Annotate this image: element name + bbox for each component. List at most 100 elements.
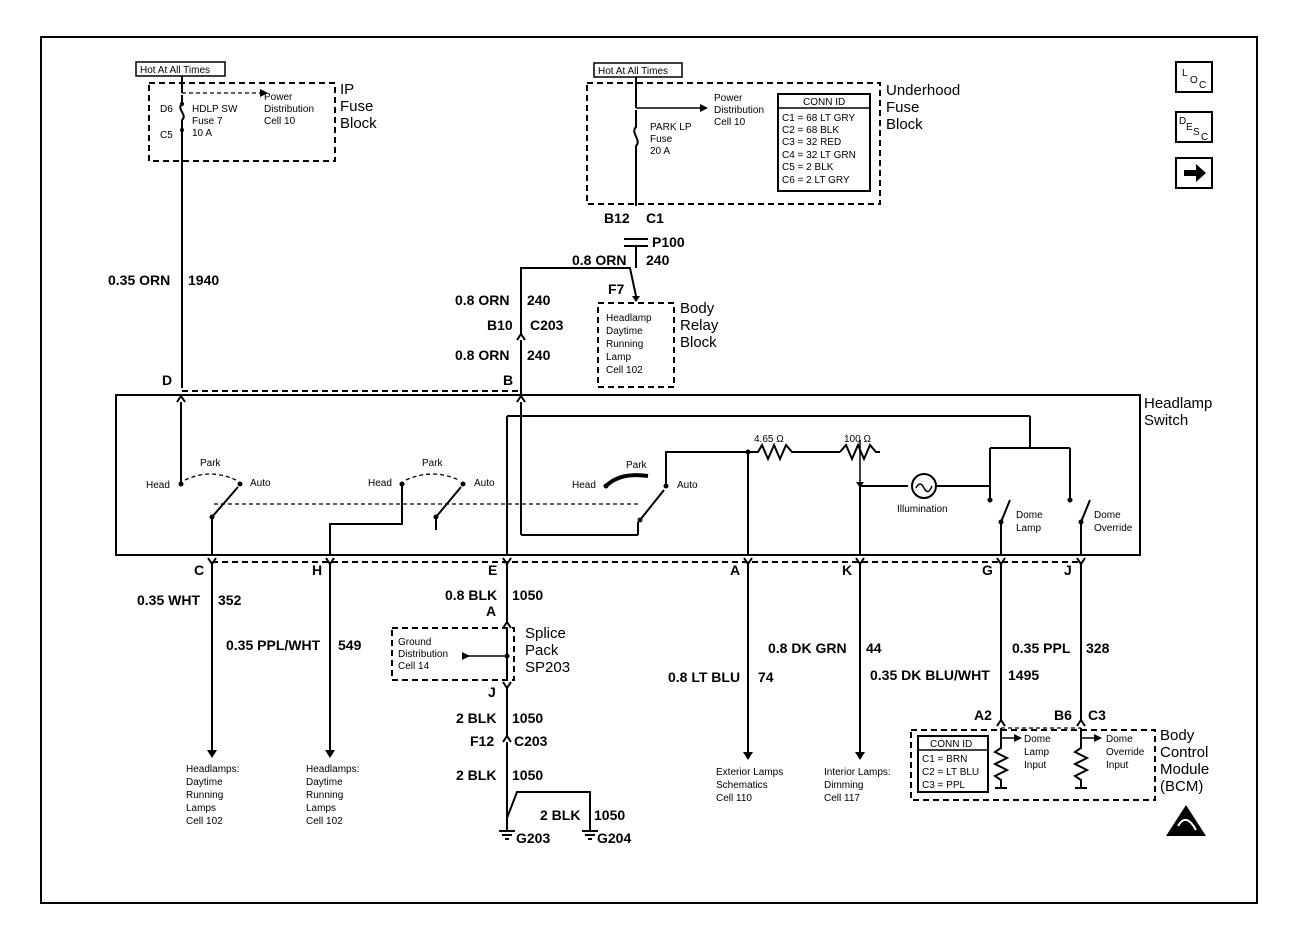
wire-1940-circuit: 1940 — [188, 272, 219, 288]
ip-block-line1: IP — [340, 81, 354, 98]
dome-override-line1: Dome — [1094, 510, 1121, 521]
ip-fuse-line3: 10 A — [192, 128, 212, 139]
wire-1495: 0.35 DK BLU/WHT 1495 — [870, 557, 1039, 727]
wire-44-circuit: 44 — [866, 640, 882, 656]
resistor-465: 4.65 Ω — [754, 434, 784, 445]
wire-549: 0.35 PPL/WHT 549 Headlamps: Daytime Runn… — [226, 557, 362, 827]
underhood-power-line1: Power — [714, 93, 743, 104]
body-relay-block: Headlamp Daytime Running Lamp Cell 102 B… — [597, 300, 719, 388]
underhood-fuse-line2: Fuse — [650, 134, 673, 145]
wire-328-circuit: 328 — [1086, 640, 1110, 656]
int-line3: Cell 117 — [824, 793, 860, 804]
wire-1050b-circuit: 1050 — [512, 710, 543, 726]
ip-block-line3: Block — [340, 115, 377, 132]
wire-74: 0.8 LT BLU 74 Exterior Lamps Schematics … — [668, 557, 783, 804]
underhood-block-line2: Fuse — [886, 99, 919, 116]
wire-1050-ground: 0.8 BLK 1050 A Ground Distribution Cell … — [391, 557, 631, 846]
wire-1050d-circuit: 1050 — [594, 807, 625, 823]
hl1-line4: Lamps — [186, 803, 216, 814]
underhood-conn-c2: C2 = 68 BLK — [782, 125, 839, 136]
resistor-100: 100 Ω — [844, 434, 871, 445]
underhood-fuse-block: Hot At All Times Power Distribution Cell… — [586, 62, 960, 206]
wire-74-gauge: 0.8 LT BLU — [668, 669, 740, 685]
desc-letter-s: S — [1193, 127, 1200, 138]
underhood-block-line3: Block — [886, 116, 923, 133]
hl1-line2: Daytime — [186, 777, 223, 788]
ip-block-line2: Fuse — [340, 98, 373, 115]
ip-pin-c5: C5 — [160, 130, 173, 141]
hl2-line1: Headlamps: — [306, 764, 359, 775]
ip-fuse-line2: Fuse 7 — [192, 116, 223, 127]
wire-240c-gauge: 0.8 ORN — [455, 347, 509, 363]
pin-b12: B12 — [604, 210, 630, 226]
loc-nav-icon[interactable]: L O C — [1175, 61, 1213, 93]
switch3-auto: Auto — [677, 480, 698, 491]
ip-power-line3: Cell 10 — [264, 116, 296, 127]
wire-328-gauge: 0.35 PPL — [1012, 640, 1071, 656]
splice-pin-j: J — [488, 684, 496, 700]
pin-c203a: C203 — [530, 317, 564, 333]
switch1-head: Head — [146, 480, 170, 491]
wire-352: 0.35 WHT 352 Headlamps: Daytime Running … — [137, 557, 242, 827]
wire-44: 0.8 DK GRN 44 Interior Lamps: Dimming Ce… — [768, 557, 891, 804]
bcm-dome-lamp-line2: Lamp — [1024, 747, 1049, 758]
underhood-power-line3: Cell 10 — [714, 117, 746, 128]
wire-240a-gauge: 0.8 ORN — [572, 252, 626, 268]
pin-f12: F12 — [470, 733, 494, 749]
pin-b10: B10 — [487, 317, 513, 333]
hl2-line2: Daytime — [306, 777, 343, 788]
desc-letter-d: D — [1179, 116, 1186, 127]
bcm-pin-a2: A2 — [974, 707, 992, 723]
bcm-dome-lamp-line3: Input — [1024, 760, 1046, 771]
wire-44-gauge: 0.8 DK GRN — [768, 640, 847, 656]
underhood-hot-label: Hot At All Times — [598, 66, 668, 77]
desc-nav-icon[interactable]: D E S C — [1175, 111, 1213, 143]
bcm-dome-override-line1: Dome — [1106, 734, 1133, 745]
esd-warning-icon — [1166, 805, 1206, 836]
body-relay-block-line1: Body — [680, 300, 715, 317]
hl1-line5: Cell 102 — [186, 816, 223, 827]
underhood-conn-c5: C5 = 2 BLK — [782, 162, 834, 173]
bcm-pin-b6: B6 — [1054, 707, 1072, 723]
underhood-conn-c3: C3 = 32 RED — [782, 137, 841, 148]
wire-1495-circuit: 1495 — [1008, 667, 1039, 683]
switch-pin-j: J — [1064, 562, 1072, 578]
next-arrow-icon[interactable] — [1175, 157, 1213, 189]
splice-line1: Splice — [525, 625, 566, 642]
bcm-name-line1: Body — [1160, 727, 1195, 744]
wire-1050c-circuit: 1050 — [512, 767, 543, 783]
splice-pin-a: A — [486, 603, 496, 619]
bcm-pin-c3: C3 — [1088, 707, 1106, 723]
loc-letter-l: L — [1182, 68, 1188, 79]
int-line1: Interior Lamps: — [824, 767, 891, 778]
body-relay-block-line3: Block — [680, 334, 717, 351]
body-relay-line5: Cell 102 — [606, 365, 643, 376]
switch-pin-h: H — [312, 562, 322, 578]
wire-240a-circuit: 240 — [646, 252, 670, 268]
ground-line1: Ground — [398, 637, 431, 648]
underhood-power-line2: Distribution — [714, 105, 764, 116]
ip-fuse-line1: HDLP SW — [192, 104, 238, 115]
wire-1050b-gauge: 2 BLK — [456, 710, 496, 726]
switch-name-line2: Switch — [1144, 412, 1188, 429]
wire-1050-circuit: 1050 — [512, 587, 543, 603]
wire-1050d-gauge: 2 BLK — [540, 807, 580, 823]
switch-pin-d: D — [162, 372, 172, 388]
bcm-name-line3: Module — [1160, 761, 1209, 778]
wire-1940-gauge: 0.35 ORN — [108, 272, 170, 288]
pin-f7: F7 — [608, 281, 625, 297]
body-relay-line4: Lamp — [606, 352, 631, 363]
body-relay-line2: Daytime — [606, 326, 643, 337]
pin-p100: P100 — [652, 234, 685, 250]
ground-line3: Cell 14 — [398, 661, 430, 672]
hl2-line4: Lamps — [306, 803, 336, 814]
illumination-label: Illumination — [897, 504, 948, 515]
switch2-park: Park — [422, 458, 444, 469]
switch2-auto: Auto — [474, 478, 495, 489]
underhood-fuse-line1: PARK LP — [650, 122, 692, 133]
loc-letter-c: C — [1199, 80, 1206, 91]
wire-352-circuit: 352 — [218, 592, 242, 608]
underhood-conn-c4: C4 = 32 LT GRN — [782, 150, 856, 161]
switch-pin-g: G — [982, 562, 993, 578]
wire-240: B12 C1 P100 0.8 ORN 240 F7 0.8 ORN 240 B… — [455, 210, 685, 395]
